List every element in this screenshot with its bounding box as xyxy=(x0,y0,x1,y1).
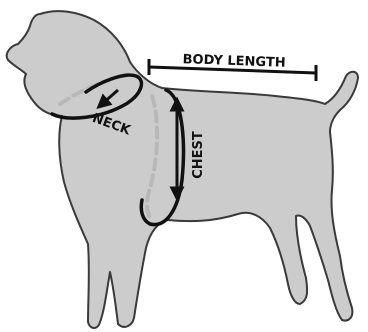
body-length-measure: BODY LENGTH xyxy=(149,52,316,81)
chest-label: CHEST xyxy=(191,131,206,179)
